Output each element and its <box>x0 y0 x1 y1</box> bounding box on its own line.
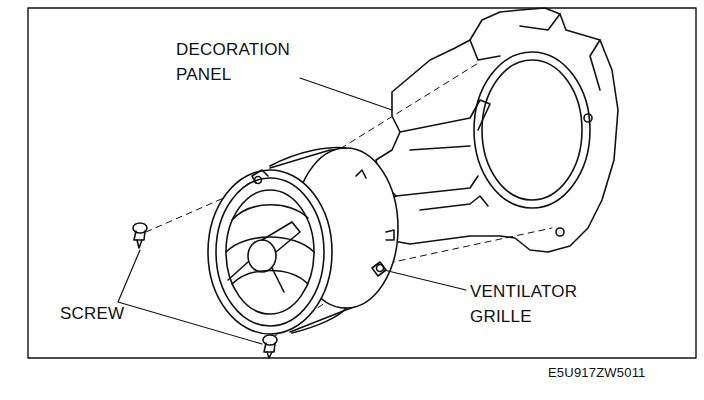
decoration-panel <box>372 8 618 252</box>
ventilator-grille <box>208 148 398 334</box>
figure-frame <box>28 8 696 358</box>
figure-code: E5U917ZW5011 <box>548 364 698 383</box>
part-label: SCREW <box>60 302 180 327</box>
screw-symbol <box>133 223 277 358</box>
part-label: DECORATION PANEL <box>176 38 326 87</box>
part-label: VENTILATOR GRILLE <box>470 280 638 329</box>
leader-lines <box>118 78 466 344</box>
